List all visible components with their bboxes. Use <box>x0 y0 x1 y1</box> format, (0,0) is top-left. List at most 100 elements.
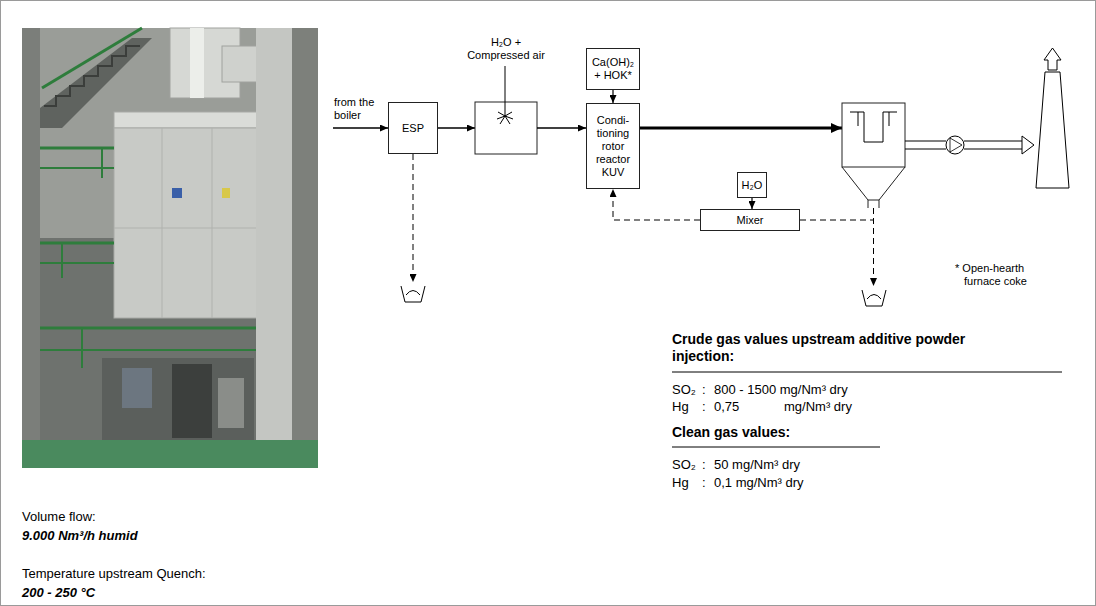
photo-railing <box>40 242 114 245</box>
photo-housing-top <box>114 112 260 128</box>
photo-sign <box>222 188 230 198</box>
feed-arrow <box>612 90 613 103</box>
water-box: H₂O <box>737 172 767 198</box>
table-heading: Clean gas values: <box>672 424 790 441</box>
photo-duct-highlight <box>190 28 204 98</box>
table-rule <box>672 372 1062 373</box>
parameter-value: 200 - 250 °C <box>22 585 95 601</box>
photo-railing-post <box>61 243 63 278</box>
photo-cylinder <box>172 364 212 438</box>
water-feed-line <box>505 66 506 116</box>
mixer-box: Mixer <box>700 209 800 231</box>
spray-nozzle <box>497 112 513 124</box>
concentration-value: 0,1 mg/Nm³ dry <box>714 475 804 491</box>
table-heading: Crude gas values upstream additive powde… <box>672 331 1017 365</box>
photo-railing <box>42 28 142 88</box>
filter-bag <box>858 112 859 126</box>
component-name: Hg <box>672 475 689 491</box>
photo-railing <box>40 262 114 264</box>
plant-photo <box>22 28 318 468</box>
hollow-arrowhead <box>1022 136 1034 154</box>
photo-filter-housing <box>114 128 260 318</box>
spray-ray <box>505 116 510 124</box>
photo-railing-post <box>81 328 83 368</box>
process-box: ESP <box>388 102 438 154</box>
filter-outlet <box>868 200 869 208</box>
filter-hopper <box>842 167 905 200</box>
separator: : <box>702 399 706 415</box>
component-name: SO₂ <box>672 457 696 473</box>
photo-pipe <box>218 378 244 428</box>
clean-gas-line <box>905 141 946 142</box>
parameter-label: Temperature upstream Quench: <box>22 566 206 582</box>
photo-sign <box>172 188 182 198</box>
gas-line <box>537 127 586 129</box>
separator: : <box>702 382 706 398</box>
clean-gas-line <box>964 141 1022 142</box>
photo-steps <box>44 46 140 106</box>
photo-seam <box>114 228 260 229</box>
photo-railing <box>40 327 256 330</box>
filter-bags <box>850 112 897 142</box>
additive-box: Ca(OH)₂ + HOK* <box>586 48 640 90</box>
quench-box <box>475 102 537 154</box>
recirculation-line <box>613 189 700 220</box>
dust-discharge-line <box>413 154 414 282</box>
concentration-value: 0,75 <box>714 399 739 415</box>
component-name: Hg <box>672 399 689 415</box>
concentration-value: 800 - 1500 mg/Nm³ dry <box>714 382 848 398</box>
photo-machinery <box>102 358 254 442</box>
parameter-value: 9.000 Nm³/h humid <box>22 528 138 544</box>
exhaust-arrow <box>1044 48 1061 70</box>
gas-line <box>438 127 475 129</box>
separator: : <box>702 457 706 473</box>
photo-motor <box>122 368 152 408</box>
gas-line <box>333 127 388 129</box>
photo-pillar-shade <box>292 28 318 468</box>
dust-container <box>401 286 425 302</box>
node-text: ESP <box>392 122 434 135</box>
dust-container <box>862 290 886 306</box>
reactor-box: Condi- tioning rotor reactor KUV <box>586 103 640 189</box>
filter-bag <box>889 112 890 126</box>
fan-blade <box>950 138 962 152</box>
photo-pillar <box>256 28 292 468</box>
photo-ground <box>22 28 318 468</box>
component-name: SO₂ <box>672 382 696 398</box>
recirculation-line <box>800 220 873 221</box>
node-text: Mixer <box>704 214 796 227</box>
node-text: H₂O <box>741 179 763 192</box>
spray-ray <box>505 112 512 116</box>
parameter-label: Volume flow: <box>22 509 96 525</box>
spray-ray <box>500 116 505 124</box>
photo-wall-edge <box>22 28 40 468</box>
node-text: Ca(OH)₂ + HOK* <box>590 56 636 82</box>
photo-railing <box>40 349 256 351</box>
fan-symbol <box>946 136 964 154</box>
gas-line-thick <box>640 127 842 130</box>
spray-ray <box>498 112 505 116</box>
filter-outlet <box>879 200 880 208</box>
stack <box>1036 72 1069 188</box>
table-rule <box>672 447 880 448</box>
inlet-label: from the boiler <box>334 96 388 122</box>
separator: : <box>702 475 706 491</box>
footnote: * Open-hearth furnace coke <box>955 262 1051 288</box>
fabric-filter <box>842 103 905 167</box>
photo-seam <box>212 128 213 318</box>
clean-gas-line <box>964 149 1022 150</box>
photo-railing-post <box>101 148 103 178</box>
photo-floor <box>22 440 318 468</box>
feed-arrow <box>751 198 752 209</box>
concentration-value: 50 mg/Nm³ dry <box>714 457 800 473</box>
dust-discharge-line <box>873 208 874 286</box>
node-text: Condi- tioning rotor reactor KUV <box>590 114 636 179</box>
photo-seam <box>162 128 163 318</box>
clean-gas-line <box>905 149 946 150</box>
unit-label: mg/Nm³ dry <box>784 399 852 415</box>
feed-label: H₂O + Compressed air <box>462 36 550 62</box>
